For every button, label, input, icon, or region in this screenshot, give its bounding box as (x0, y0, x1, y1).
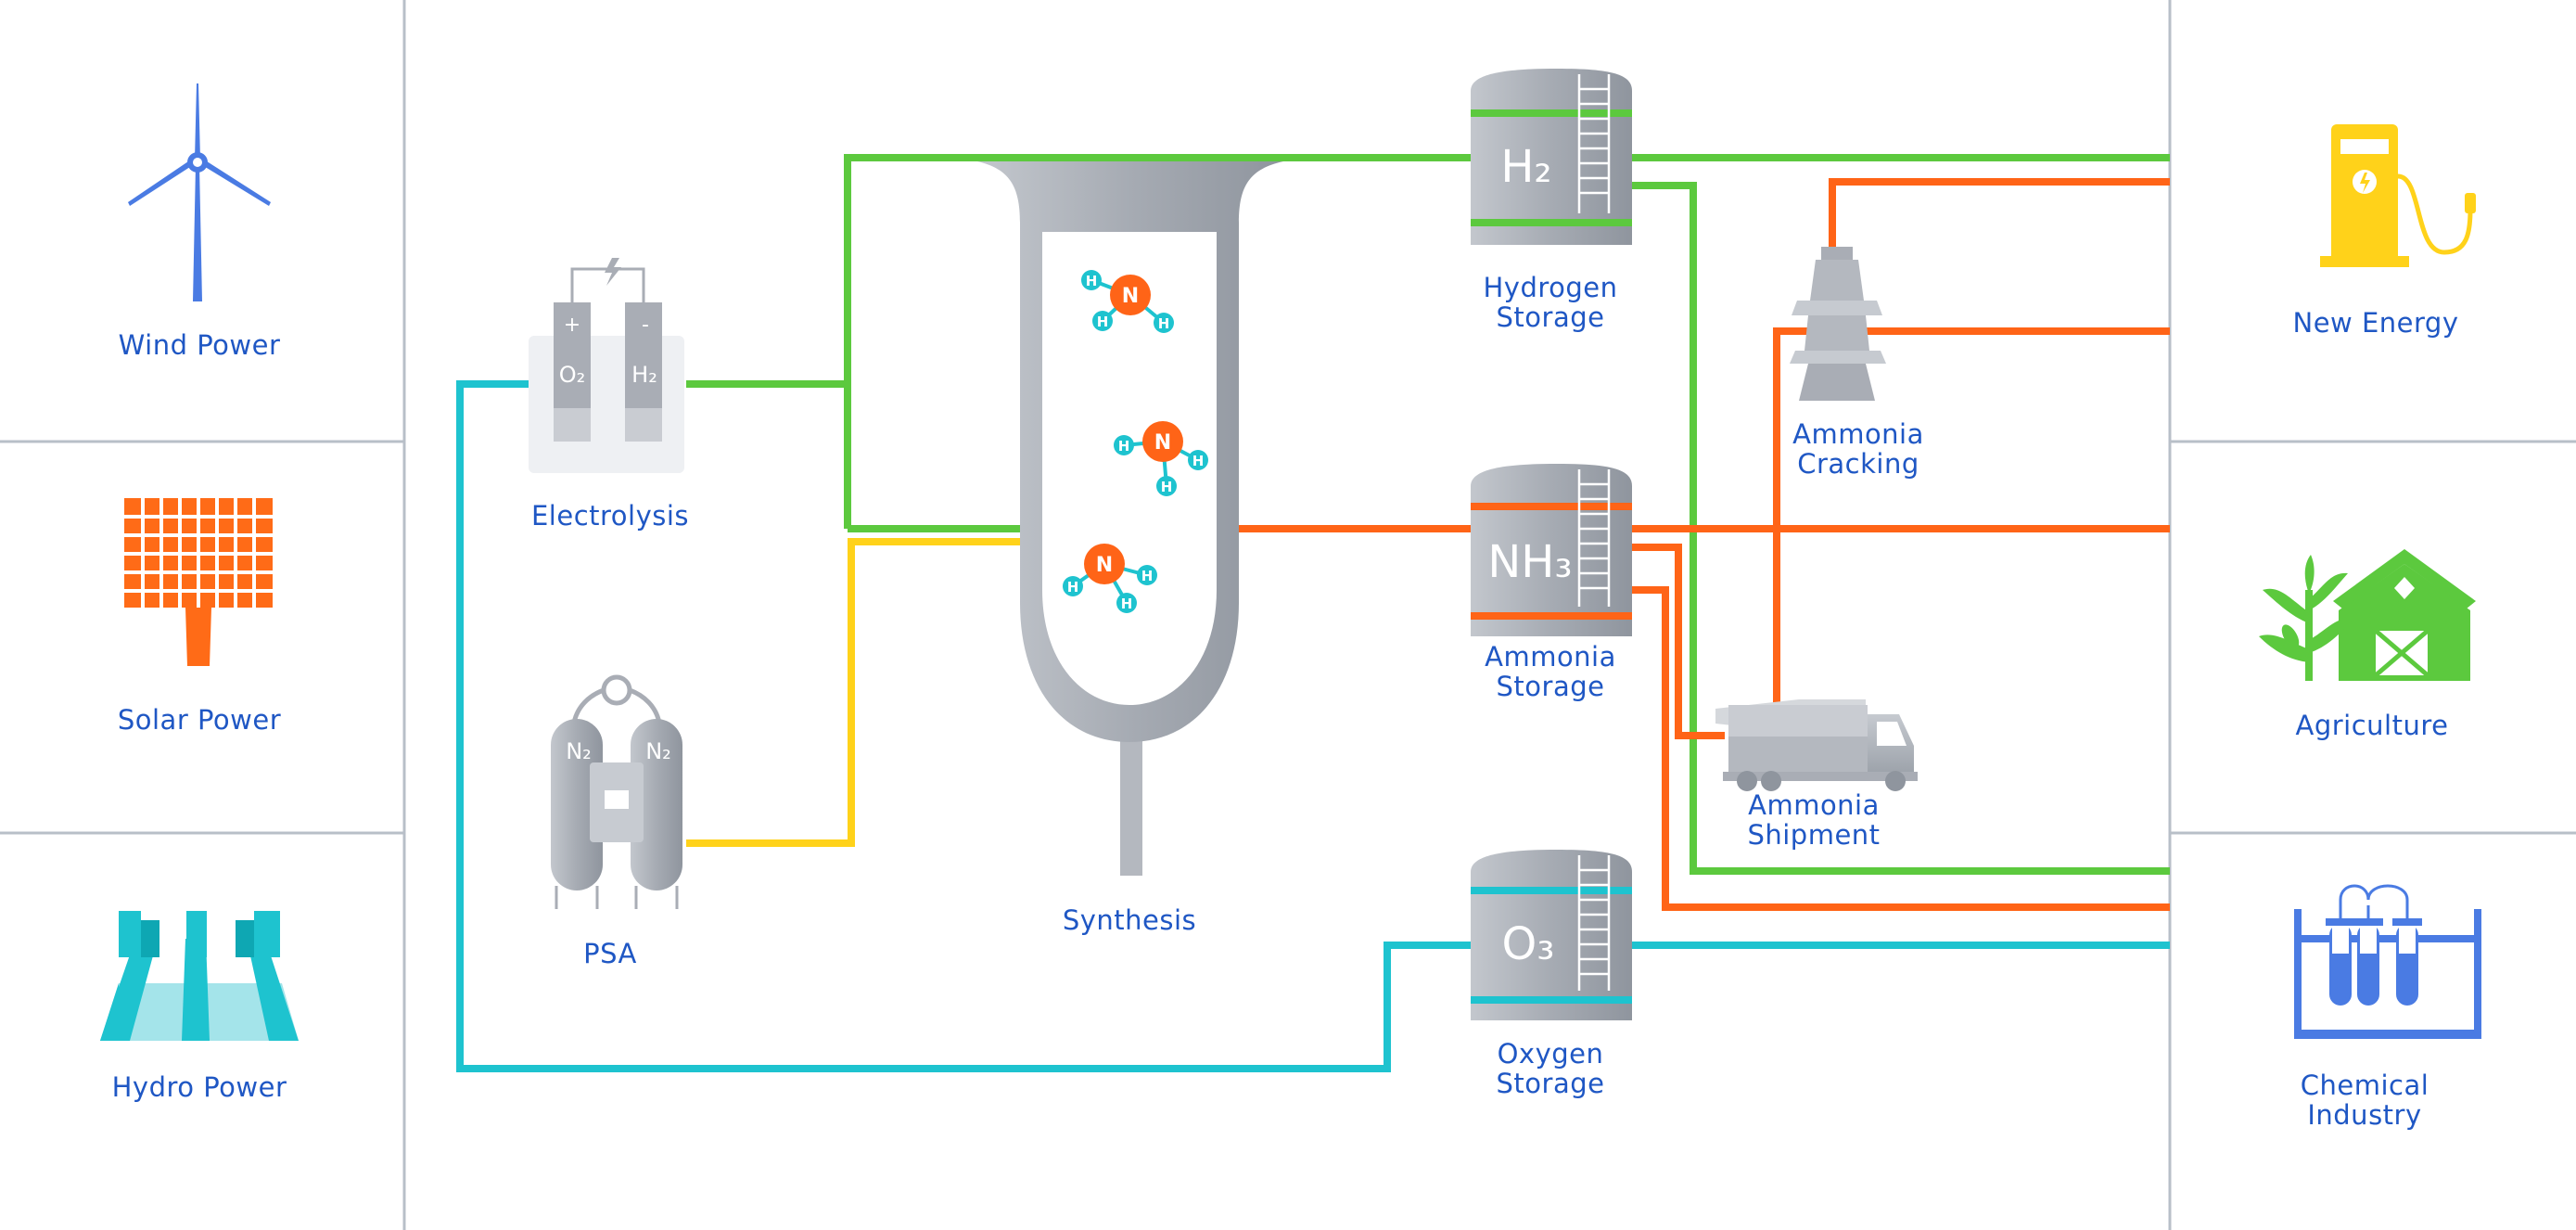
ammonia-molecule-1: N (1081, 270, 1174, 333)
hydro-dam-icon (100, 911, 299, 1041)
hydrogen-tank-icon: H₂ (1471, 69, 1632, 245)
chemical-tubes-icon (2294, 884, 2481, 1039)
ammonia-cracking-label: Ammonia Cracking (1792, 418, 1924, 480)
electrolysis-minus-label: - (642, 314, 649, 337)
fuel-pump-icon (2320, 124, 2476, 267)
ammonia-shipment-label: Ammonia Shipment (1747, 789, 1881, 851)
shipment-truck-icon (1715, 699, 1918, 791)
oxygen-formula: O₃ (1501, 918, 1554, 970)
solar-power-label: Solar Power (117, 704, 282, 736)
solar-panel-icon (124, 498, 273, 666)
electrolysis-label: Electrolysis (530, 500, 690, 532)
wind-power-label: Wind Power (118, 329, 281, 361)
hydro-power-label: Hydro Power (111, 1071, 287, 1103)
atom-n-2: N (1154, 431, 1171, 455)
psa-label: PSA (583, 938, 637, 969)
hydrogen-storage-label: Hydrogen Storage (1483, 272, 1618, 333)
oxygen-storage-label: Oxygen Storage (1496, 1038, 1605, 1099)
oxygen-pipe (456, 380, 1484, 1072)
atom-n-3: N (1096, 554, 1113, 577)
pipelines (456, 154, 2170, 1072)
cracking-energy-pipe (1829, 178, 2170, 250)
psa-unit-icon: N₂ N₂ (551, 674, 682, 909)
electrolysis-h2-label: H₂ (631, 362, 657, 388)
ammonia-shipment-pipe (1630, 544, 1725, 739)
ammonia-molecule-2: N (1114, 421, 1208, 496)
nitrogen-pipe (686, 538, 1024, 847)
electrolysis-o2-label: O₂ (559, 362, 586, 388)
psa-n2-left-label: N₂ (566, 738, 592, 764)
shipment-cracking-pipe (1773, 327, 2170, 705)
synthesis-label: Synthesis (1062, 904, 1197, 936)
ammonia-chemical-pipe (1630, 586, 2170, 911)
wind-turbine-icon (128, 83, 271, 301)
ammonia-tank-icon: NH₃ (1471, 464, 1632, 636)
ammonia-molecule-3: N (1063, 544, 1157, 613)
ammonia-formula: NH₃ (1487, 536, 1572, 588)
atom-n-1: N (1122, 285, 1139, 308)
agriculture-icon (2259, 549, 2476, 681)
hydrogen-formula: H₂ (1500, 141, 1551, 193)
agriculture-label: Agriculture (2295, 710, 2449, 741)
chemical-industry-label: Chemical Industry (2300, 1070, 2429, 1131)
electrolysis-plus-label: + (564, 314, 580, 337)
oxygen-tank-icon: O₃ (1471, 850, 1632, 1020)
new-energy-label: New Energy (2292, 307, 2459, 339)
ammonia-storage-label: Ammonia Storage (1485, 641, 1616, 702)
cracking-tower-icon (1790, 247, 1886, 401)
electrolysis-cell-icon: + - O₂ H₂ (529, 258, 684, 473)
synthesis-reactor-icon: N N N (977, 161, 1283, 876)
psa-n2-right-label: N₂ (645, 738, 671, 764)
hydrogen-pipe-main (844, 154, 1484, 529)
